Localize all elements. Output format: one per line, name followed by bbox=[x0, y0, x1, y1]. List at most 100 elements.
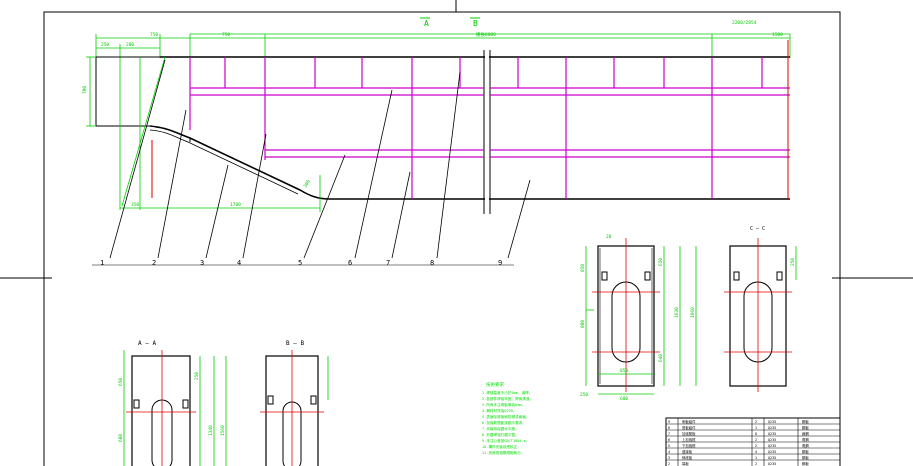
table-r4-no: 6 bbox=[668, 438, 670, 442]
section-view-right: C — C 250 bbox=[724, 226, 797, 392]
table-r3-no: 7 bbox=[668, 432, 670, 436]
table-r8-note: 鋼板 bbox=[802, 461, 809, 466]
note-line-11: 11.其餘按相關規範執行。 bbox=[482, 450, 524, 455]
table-r7-mat: Q235 bbox=[768, 456, 776, 460]
table-r3-qty: 8 bbox=[755, 432, 757, 436]
table-r5-name: 下加強框 bbox=[682, 443, 696, 448]
note-line-4: 4.鋼材材質為Q235。 bbox=[482, 408, 517, 413]
dim-left-700: 700 bbox=[82, 86, 88, 94]
right-view-dim: 250 bbox=[790, 258, 796, 266]
table-r1-note: 鋼板 bbox=[802, 419, 809, 424]
table-r3-note: 扁鋼 bbox=[802, 431, 809, 436]
table-r5-qty: 2 bbox=[755, 444, 757, 448]
aa-view-title: A — A bbox=[138, 340, 156, 347]
callout-6: 6 bbox=[348, 259, 352, 267]
section-marker-a: A bbox=[424, 19, 429, 28]
aa-dim-650: 650 bbox=[118, 378, 124, 386]
note-line-6: 6.加強筋間距按圖示要求。 bbox=[482, 420, 526, 425]
callout-3: 3 bbox=[200, 259, 204, 267]
callout-1: 1 bbox=[100, 259, 104, 267]
table-r4-mat: Q235 bbox=[768, 438, 776, 442]
section-markers: A B bbox=[420, 17, 480, 28]
table-r6-no: 4 bbox=[668, 450, 670, 454]
dim-bottom-1700: 1700 bbox=[230, 202, 241, 208]
table-r4-name: 上加強框 bbox=[682, 437, 696, 442]
table-r2-mat: Q235 bbox=[768, 426, 776, 430]
bb-view-title: B — B bbox=[286, 340, 304, 347]
aa-dim-250: 250 bbox=[194, 372, 200, 380]
cc-dim-800: 800 bbox=[580, 320, 586, 328]
callout-7: 7 bbox=[386, 259, 390, 267]
leader-lines bbox=[92, 59, 531, 266]
section-marker-b: B bbox=[473, 19, 478, 28]
table-r8-no: 2 bbox=[668, 462, 670, 466]
main-elevation bbox=[95, 50, 790, 214]
table-r8-qty: 2 bbox=[755, 462, 757, 466]
table-r7-qty: 1 bbox=[755, 456, 757, 460]
section-view-aa: A — A 650 250 1340 1560 600 bbox=[118, 340, 227, 466]
note-line-10: 10.構件安裝前應校正。 bbox=[482, 444, 521, 449]
section-view-bb: B — B bbox=[260, 340, 329, 466]
note-line-7: 7.安裝時保證水平度。 bbox=[482, 426, 519, 431]
dim-top-250: 250 bbox=[101, 42, 109, 48]
cc-dim-850: 850 bbox=[580, 264, 586, 272]
border-inner bbox=[43, 11, 841, 466]
stiffeners bbox=[189, 57, 790, 199]
note-line-2: 2.各部件焊接牢固，焊後清渣。 bbox=[482, 396, 533, 401]
side-dimension-labels: 700 350 1700 300 bbox=[82, 86, 312, 208]
section-view-cc: 20 850 800 650 640 1630 1660 850 600 250 bbox=[580, 234, 697, 402]
dim-top-750a: 750 bbox=[150, 32, 158, 38]
cc-dim-600: 600 bbox=[620, 396, 628, 402]
note-line-5: 5.表面除銹後刷防銹漆兩遍。 bbox=[482, 414, 529, 419]
table-r7-no: 3 bbox=[668, 456, 670, 460]
cc-dim-850b: 850 bbox=[620, 368, 628, 374]
notes-title: 技術要求 bbox=[486, 381, 504, 388]
table-r5-note: 角鋼 bbox=[802, 443, 809, 448]
cc-dim-650: 650 bbox=[658, 258, 664, 266]
table-r1-name: 側板組件 bbox=[682, 419, 696, 424]
dim-slope: 300 bbox=[303, 179, 312, 189]
dim-top-overall: 2200/2854 bbox=[732, 20, 757, 26]
cc-dim-1630: 1630 bbox=[674, 307, 680, 318]
table-r8-mat: Q235 bbox=[768, 462, 776, 466]
cc-view-title: C — C bbox=[750, 226, 765, 232]
note-line-1: 1.焊縫高度不小於5mm，滿焊。 bbox=[482, 390, 532, 395]
table-r1-mat: Q235 bbox=[768, 420, 776, 424]
table-r2-qty: 1 bbox=[755, 426, 757, 430]
parts-table: 9 側板組件 2 Q235 鋼板 8 底板組件 1 Q235 鋼板 7 加強筋板… bbox=[665, 417, 841, 466]
dim-top-1500: 1500 bbox=[772, 32, 783, 38]
table-r2-note: 鋼板 bbox=[802, 425, 809, 430]
aa-dim-1340: 1340 bbox=[208, 425, 214, 436]
callout-9: 9 bbox=[498, 259, 502, 267]
callout-8: 8 bbox=[430, 259, 434, 267]
table-r3-name: 加強筋板 bbox=[682, 431, 696, 436]
dim-top-750b: 750 bbox=[222, 32, 230, 38]
note-line-8: 8.外露焊縫打磨平整。 bbox=[482, 432, 519, 437]
top-dimension-labels: 250 200 750 750 總長8000 2200/2854 1500 bbox=[101, 20, 783, 48]
table-r4-qty: 2 bbox=[755, 438, 757, 442]
note-line-3: 3.所有未注明板厚為6mm。 bbox=[482, 402, 525, 407]
dim-top-200: 200 bbox=[126, 42, 134, 48]
table-r7-note: 鋼板 bbox=[802, 455, 809, 460]
table-r5-mat: Q235 bbox=[768, 444, 776, 448]
table-r6-name: 連接板 bbox=[682, 449, 693, 454]
callout-4: 4 bbox=[237, 259, 241, 267]
side-dimensions bbox=[86, 56, 321, 212]
callout-numbers: 1 2 3 4 5 6 7 8 9 bbox=[100, 259, 502, 267]
dim-bottom-350: 350 bbox=[131, 202, 139, 208]
table-r1-qty: 2 bbox=[755, 420, 757, 424]
table-r6-qty: 4 bbox=[755, 450, 757, 454]
callout-5: 5 bbox=[298, 259, 302, 267]
table-r4-note: 角鋼 bbox=[802, 437, 809, 442]
cc-dim-640: 640 bbox=[658, 354, 664, 362]
aa-dim-600: 600 bbox=[118, 434, 124, 442]
table-r3-mat: Q235 bbox=[768, 432, 776, 436]
table-r2-name: 底板組件 bbox=[682, 425, 696, 430]
technical-notes: 技術要求 1.焊縫高度不小於5mm，滿焊。 2.各部件焊接牢固，焊後清渣。 3.… bbox=[482, 381, 533, 455]
cc-dim-20: 20 bbox=[606, 234, 612, 240]
table-r8-name: 端板 bbox=[682, 461, 689, 466]
cc-dim-1660: 1660 bbox=[690, 307, 696, 318]
dim-top-total: 總長8000 bbox=[476, 31, 496, 38]
